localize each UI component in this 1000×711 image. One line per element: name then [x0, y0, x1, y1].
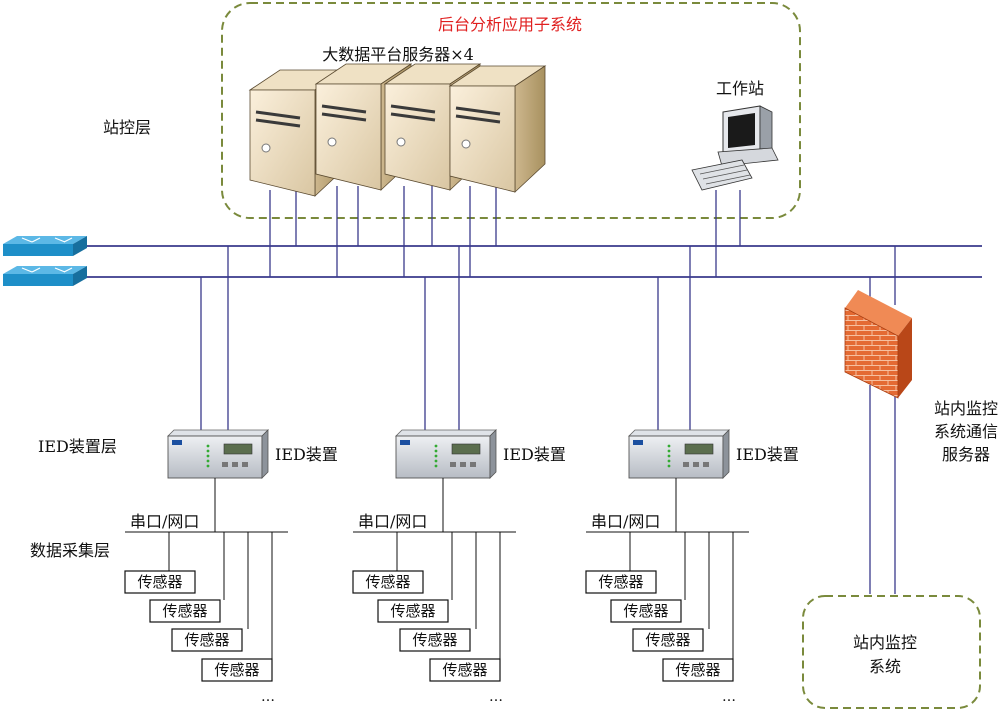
port-label: 串口/网口	[358, 512, 427, 531]
sensor-box: 传感器	[377, 599, 449, 623]
sensor-label: 传感器	[623, 602, 668, 620]
ied-device-label: IED装置	[736, 445, 799, 464]
ied-device-label: IED装置	[503, 445, 566, 464]
sensor-box: 传感器	[124, 570, 196, 594]
sensor-label: 传感器	[162, 602, 207, 620]
comm-server-label-line: 系统通信	[934, 422, 998, 441]
sensor-label: 传感器	[184, 631, 229, 649]
more-sensors-ellipsis: …	[722, 689, 736, 705]
sensor-box: 传感器	[429, 658, 501, 682]
ied-device-label: IED装置	[275, 445, 338, 464]
server-icon	[448, 65, 547, 193]
acquisition-layer-label: 数据采集层	[30, 541, 110, 560]
port-label: 串口/网口	[591, 512, 660, 531]
sensor-box: 传感器	[149, 599, 221, 623]
ied-group: IED装置串口/网口传感器传感器传感器传感器…	[585, 429, 799, 705]
ied-device-icon	[167, 429, 269, 479]
monitoring-system-region	[802, 595, 981, 709]
sensor-box: 传感器	[399, 628, 471, 652]
switch-icon	[3, 266, 87, 286]
sensor-label: 传感器	[598, 573, 643, 591]
ied-layer-label: IED装置层	[38, 437, 117, 456]
sensor-box: 传感器	[585, 570, 657, 594]
sensor-box: 传感器	[662, 658, 734, 682]
backend-subsystem-title: 后台分析应用子系统	[438, 15, 582, 34]
station-control-layer-label: 站控层	[103, 118, 151, 137]
sensor-label: 传感器	[412, 631, 457, 649]
ied-device-icon	[628, 429, 730, 479]
sensor-box: 传感器	[171, 628, 243, 652]
ied-groups: IED装置串口/网口传感器传感器传感器传感器…IED装置串口/网口传感器传感器传…	[124, 429, 799, 705]
sensor-box: 传感器	[632, 628, 704, 652]
servers-label: 大数据平台服务器×4	[322, 45, 474, 64]
workstation-icon	[691, 105, 779, 191]
monitoring-system-label-line: 系统	[869, 657, 901, 676]
comm-server-label-line: 服务器	[942, 445, 990, 464]
sensor-label: 传感器	[390, 602, 435, 620]
sensor-box: 传感器	[610, 599, 682, 623]
ied-group: IED装置串口/网口传感器传感器传感器传感器…	[352, 429, 566, 705]
ied-group: IED装置串口/网口传感器传感器传感器传感器…	[124, 429, 338, 705]
connection-lines	[200, 186, 896, 594]
switch-icon	[3, 236, 87, 256]
ied-device-icon	[395, 429, 497, 479]
sensor-box: 传感器	[201, 658, 273, 682]
sensor-label: 传感器	[137, 573, 182, 591]
more-sensors-ellipsis: …	[261, 689, 275, 705]
sensor-label: 传感器	[214, 661, 259, 679]
comm-server-label-line: 站内监控	[934, 399, 998, 418]
backend-subsystem-region	[221, 2, 801, 219]
sensor-label: 传感器	[442, 661, 487, 679]
workstation-label: 工作站	[716, 79, 764, 98]
sensor-label: 传感器	[365, 573, 410, 591]
sensor-box: 传感器	[352, 570, 424, 594]
monitoring-system-label-line: 站内监控	[853, 633, 917, 652]
sensor-label: 传感器	[645, 631, 690, 649]
more-sensors-ellipsis: …	[489, 689, 503, 705]
sensor-label: 传感器	[675, 661, 720, 679]
firewall-icon	[844, 290, 912, 399]
port-label: 串口/网口	[130, 512, 199, 531]
